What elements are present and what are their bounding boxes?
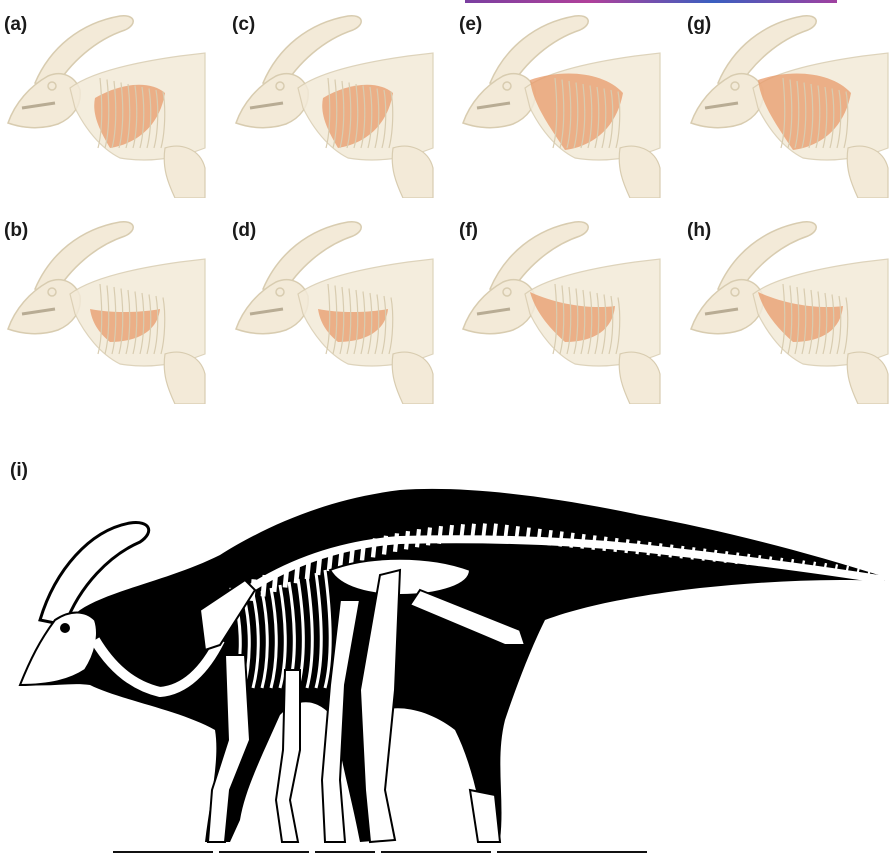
scale-bar-segment — [113, 851, 213, 853]
panel-label-b: (b) — [4, 220, 28, 242]
skull-neck-illustration-a — [0, 8, 210, 198]
skull-neck-illustration-e — [455, 8, 665, 198]
pelvic-outline — [164, 146, 205, 198]
skull-neck-illustration-c — [228, 8, 438, 198]
panel-label-i: (i) — [10, 460, 28, 482]
panel-label-d: (d) — [232, 220, 256, 242]
scale-bar-segment — [497, 851, 647, 853]
panel-label-f: (f) — [459, 220, 478, 242]
pelvic-outline — [392, 146, 433, 198]
skull-outline — [463, 74, 535, 128]
eye-socket — [60, 623, 70, 633]
figure-panel-c: (c) — [228, 8, 438, 198]
skull-outline — [691, 280, 763, 334]
figure-panel-i: (i) — [0, 460, 889, 854]
skull-outline — [691, 74, 763, 128]
panel-label-h: (h) — [687, 220, 711, 242]
figure-panel-f: (f) — [455, 214, 665, 404]
skull-outline — [463, 280, 535, 334]
skull-neck-illustration-h — [683, 214, 889, 404]
panel-label-a: (a) — [4, 14, 27, 36]
skull-outline — [236, 74, 308, 128]
hind-foot — [470, 790, 500, 842]
scale-bar-segment — [219, 851, 309, 853]
pelvic-outline — [847, 146, 888, 198]
figure-panel-g: (g) — [683, 8, 889, 198]
panel-label-g: (g) — [687, 14, 711, 36]
figure-panel-a: (a) — [0, 8, 210, 198]
header-color-banner — [465, 0, 837, 3]
skull-outline — [8, 280, 80, 334]
pelvic-outline — [619, 146, 660, 198]
panel-label-e: (e) — [459, 14, 482, 36]
skull-neck-illustration-b — [0, 214, 210, 404]
skull-outline — [236, 280, 308, 334]
figure-panel-h: (h) — [683, 214, 889, 404]
skull-neck-illustration-f — [455, 214, 665, 404]
pelvic-outline — [619, 352, 660, 404]
figure-panel-d: (d) — [228, 214, 438, 404]
skull-neck-illustration-g — [683, 8, 889, 198]
skull-outline — [8, 74, 80, 128]
pelvic-outline — [847, 352, 888, 404]
hadrosaur-skeleton-illustration — [0, 460, 889, 854]
pelvic-outline — [164, 352, 205, 404]
scale-bar-segment — [381, 851, 491, 853]
panel-label-c: (c) — [232, 14, 255, 36]
figure-panel-e: (e) — [455, 8, 665, 198]
figure-panel-b: (b) — [0, 214, 210, 404]
scale-bar-segment — [315, 851, 375, 853]
skull-neck-illustration-d — [228, 214, 438, 404]
pelvic-outline — [392, 352, 433, 404]
